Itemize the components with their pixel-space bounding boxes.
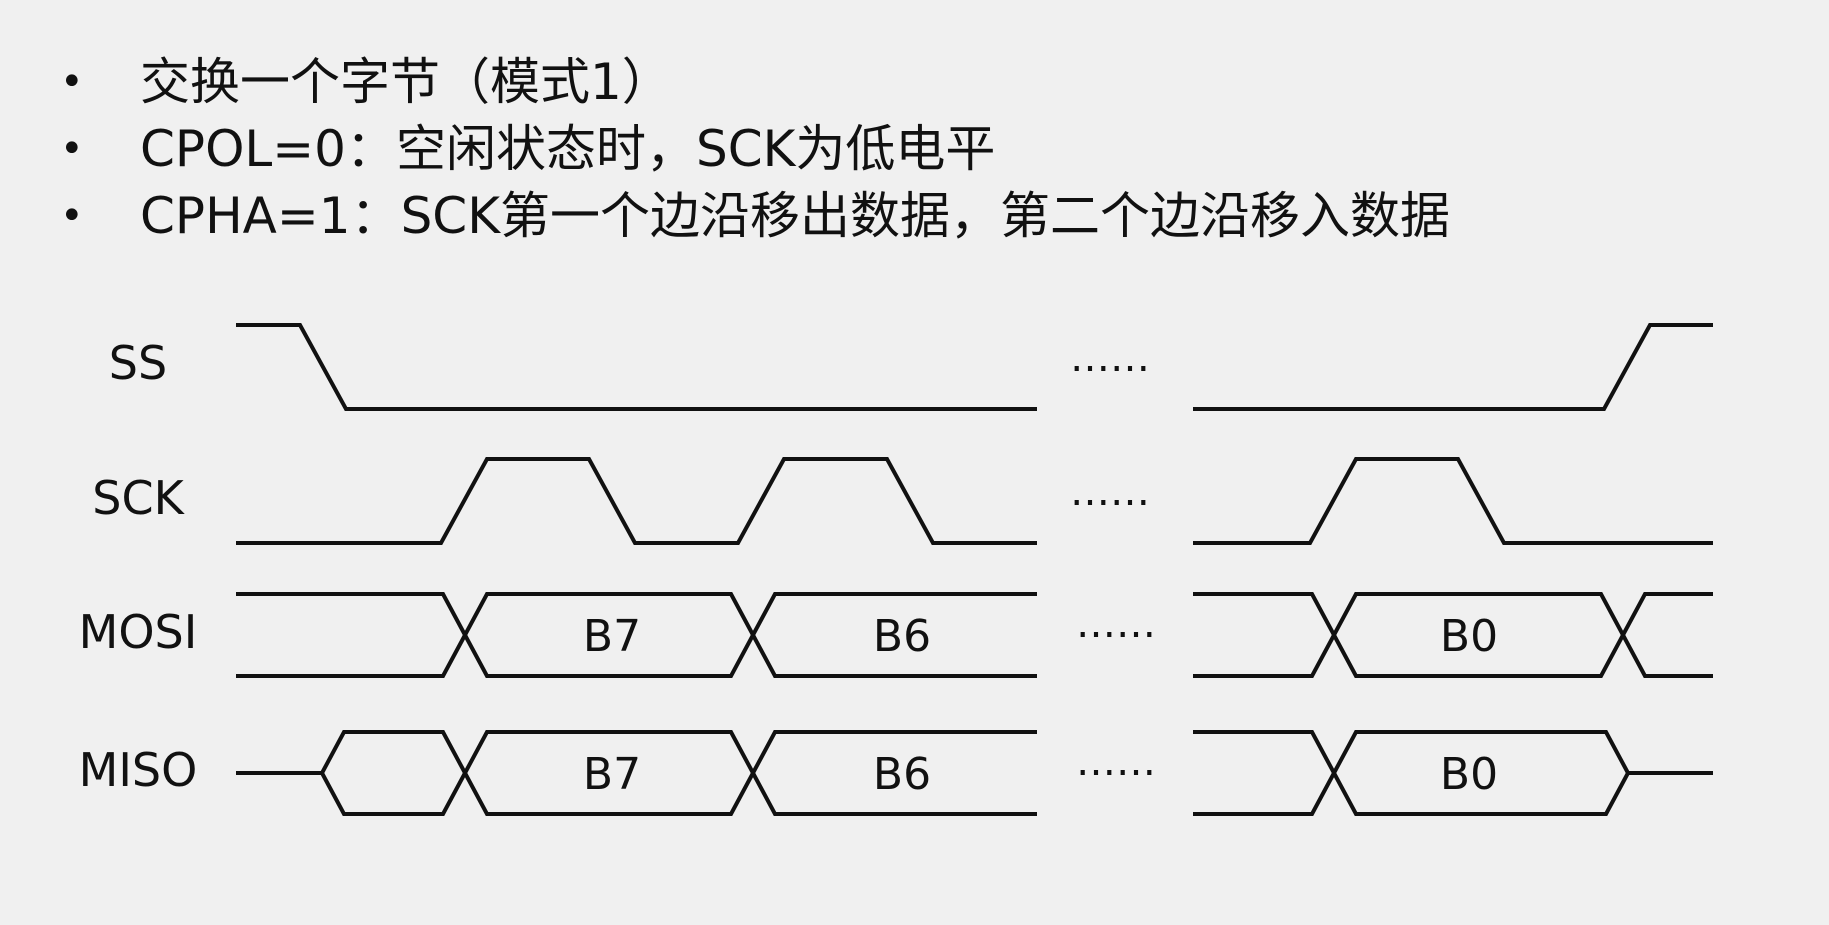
miso-bottom-left	[320, 768, 1037, 816]
miso-byte-b7: B7	[583, 749, 641, 800]
miso-top-right	[1193, 730, 1630, 778]
mosi-bottom-right	[1193, 630, 1713, 678]
mosi-top-right	[1193, 592, 1713, 640]
miso-byte-b6: B6	[873, 749, 931, 800]
sck-ellipsis: ……	[1070, 469, 1150, 515]
mosi-byte-b6: B6	[873, 611, 931, 662]
bullet-dot: •	[60, 126, 84, 172]
mosi-ellipsis: ……	[1076, 601, 1156, 647]
ss-ellipsis: ……	[1070, 335, 1150, 381]
bullet-dot: •	[60, 59, 84, 105]
bullet-dot: •	[60, 193, 84, 239]
miso-label: MISO	[79, 743, 198, 797]
mosi-top-left	[236, 592, 1037, 640]
ss-label: SS	[109, 336, 167, 390]
bullet-text-cpol: CPOL=0：空闲状态时，SCK为低电平	[140, 120, 996, 178]
miso-top-left	[320, 730, 1037, 778]
mosi-byte-b7: B7	[583, 611, 641, 662]
bullet-text-cpha: CPHA=1：SCK第一个边沿移出数据，第二个边沿移入数据	[140, 187, 1451, 245]
sck-waveform-right	[1193, 457, 1713, 545]
sck-label: SCK	[92, 471, 185, 525]
bullet-cpha: • CPHA=1：SCK第一个边沿移出数据，第二个边沿移入数据	[60, 183, 1450, 249]
bullet-text-mode: 交换一个字节（模式1）	[140, 53, 672, 111]
miso-bottom-right	[1193, 768, 1630, 816]
sck-waveform-left	[236, 457, 1037, 545]
bullet-mode: • 交换一个字节（模式1）	[60, 49, 672, 115]
miso-byte-b0: B0	[1440, 749, 1498, 800]
mosi-label: MOSI	[79, 605, 198, 659]
ss-waveform-left	[236, 323, 1037, 411]
ss-waveform-right	[1193, 323, 1713, 411]
mosi-bottom-left	[236, 630, 1037, 678]
bullet-cpol: • CPOL=0：空闲状态时，SCK为低电平	[60, 116, 995, 182]
miso-ellipsis: ……	[1076, 739, 1156, 785]
mosi-byte-b0: B0	[1440, 611, 1498, 662]
